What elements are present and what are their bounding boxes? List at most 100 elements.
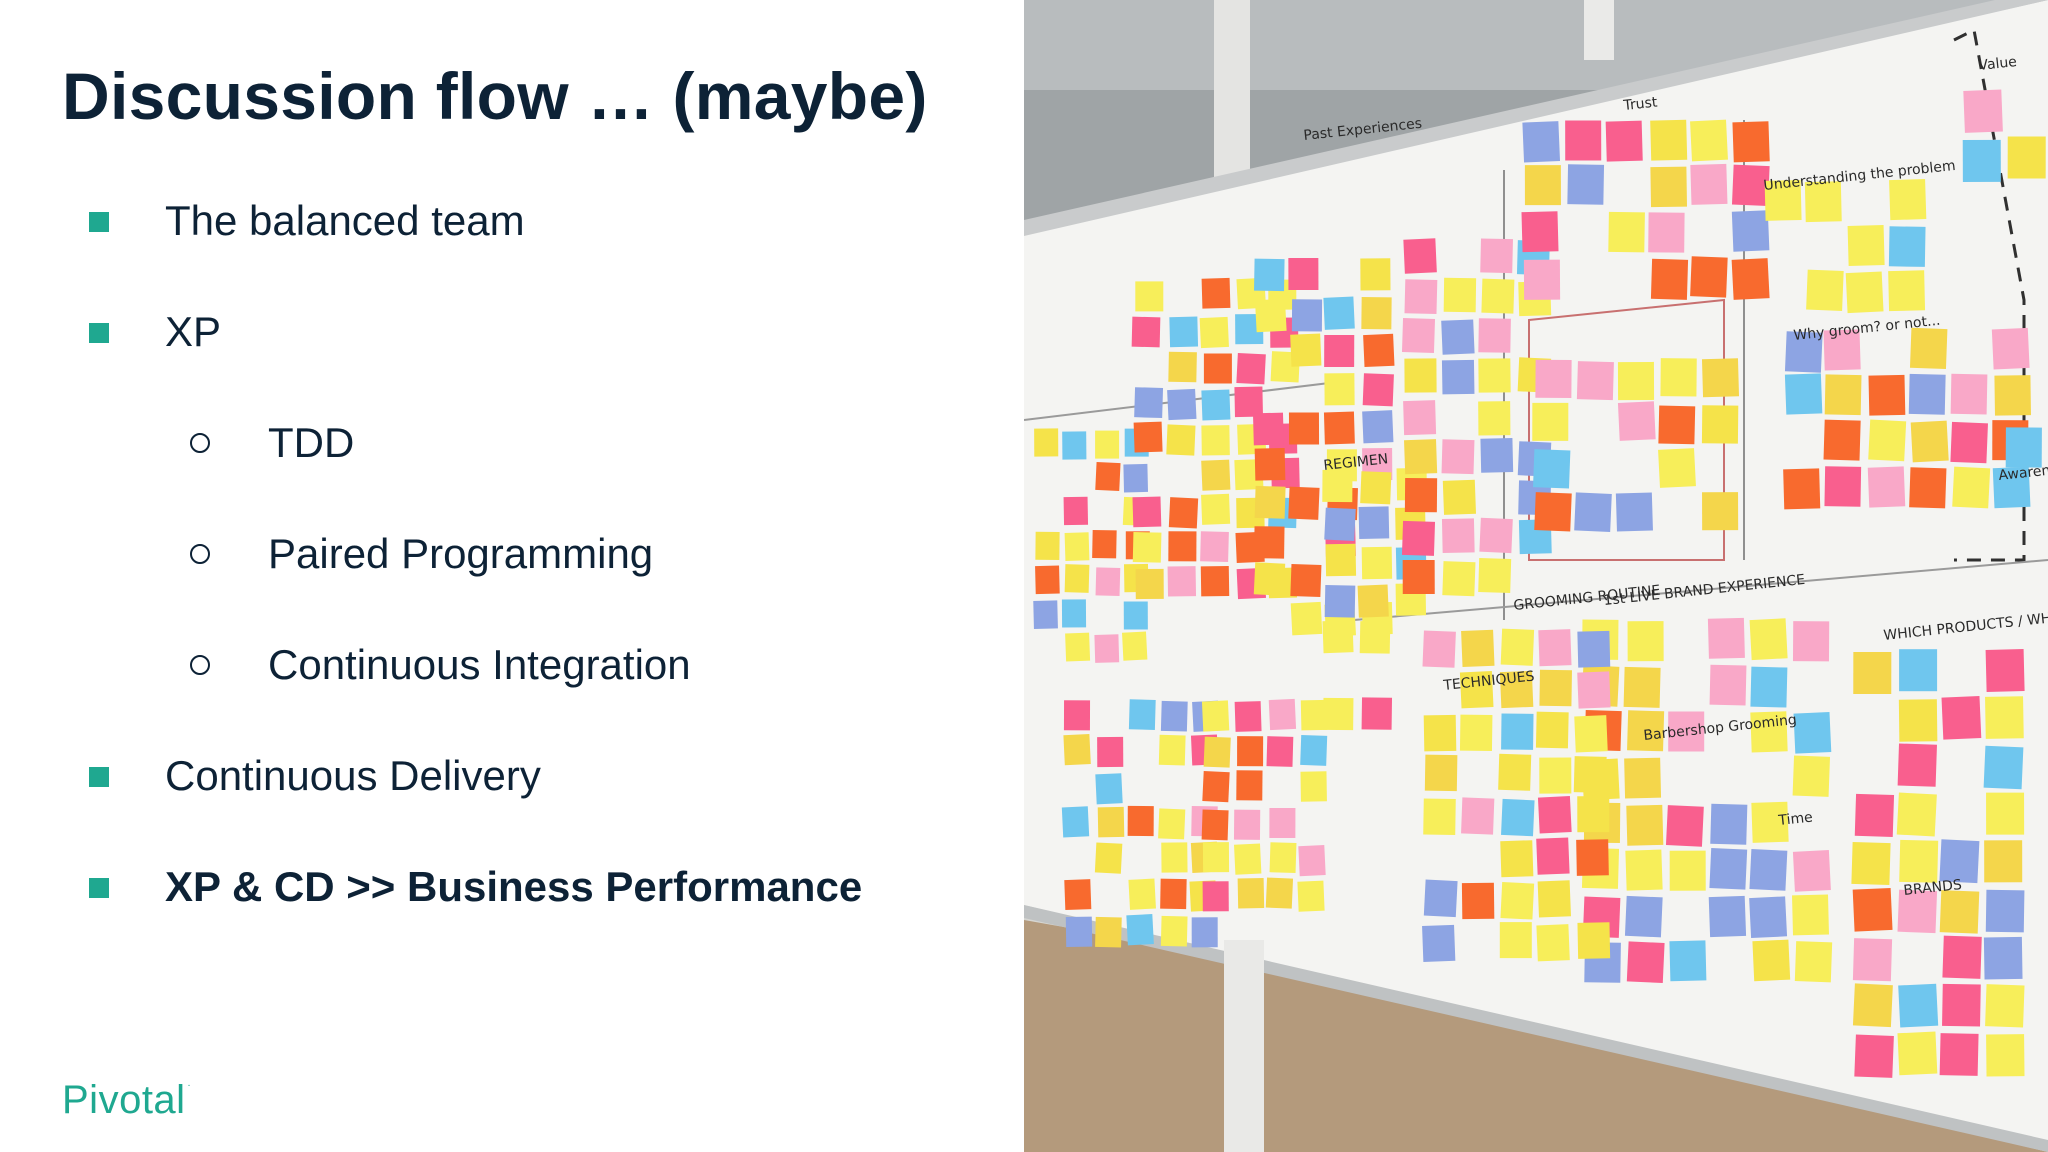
sticky-note <box>1500 840 1534 878</box>
sticky-note <box>1063 700 1091 731</box>
sticky-note <box>1701 358 1740 398</box>
sticky-note <box>1443 277 1477 313</box>
sticky-note <box>1985 889 2025 933</box>
sticky-note <box>1065 632 1091 662</box>
sticky-note <box>1122 631 1148 661</box>
sticky-note <box>1983 745 2024 790</box>
sticky-note <box>1986 1034 2025 1077</box>
sticky-note <box>1501 713 1534 750</box>
sticky-note <box>1202 771 1230 803</box>
sticky-note <box>1253 562 1286 596</box>
sticky-note <box>1459 714 1493 752</box>
sticky-note <box>1910 420 1949 463</box>
sticky-note <box>1254 258 1285 292</box>
sticky-note <box>1897 1031 1938 1076</box>
sticky-note <box>1166 424 1196 456</box>
sticky-note <box>1479 517 1513 554</box>
sticky-note <box>1535 711 1569 749</box>
sticky-note <box>1322 620 1354 654</box>
sticky-note <box>1537 796 1572 834</box>
sticky-note <box>1324 334 1355 368</box>
sticky-note <box>1422 924 1456 962</box>
sticky-note <box>1254 298 1287 333</box>
sticky-note <box>1992 466 2031 509</box>
sticky-note <box>1324 507 1356 542</box>
sticky-note <box>1576 361 1614 401</box>
sticky-note <box>1823 329 1861 371</box>
sticky-note <box>1160 878 1187 910</box>
sticky-note <box>1710 803 1748 845</box>
sticky-note <box>1201 809 1229 841</box>
sticky-note <box>1784 331 1823 373</box>
sticky-note <box>1064 879 1092 911</box>
sticky-note <box>1167 566 1197 597</box>
sticky-note <box>1254 485 1286 519</box>
sticky-note <box>1269 807 1296 839</box>
sticky-note <box>1702 492 1739 531</box>
sticky-note <box>1617 401 1656 441</box>
sticky-note <box>1160 700 1188 732</box>
sticky-note <box>1984 840 2023 883</box>
sticky-note <box>1298 845 1326 877</box>
sticky-note <box>1532 402 1569 441</box>
sticky-note <box>1731 258 1770 300</box>
sticky-note <box>1095 916 1122 948</box>
logo-mark: . <box>187 1078 191 1089</box>
sticky-note <box>1574 492 1612 532</box>
sticky-note <box>1092 529 1117 559</box>
bullet-item: Continuous Delivery <box>0 745 1000 805</box>
sticky-note <box>1764 179 1802 221</box>
sticky-note <box>1896 792 1937 837</box>
sticky-note <box>1792 894 1829 936</box>
sticky-note <box>1200 531 1229 562</box>
sticky-note <box>1061 599 1087 628</box>
sticky-note <box>1853 651 1892 695</box>
sticky-note <box>1577 922 1611 959</box>
sticky-note <box>1868 374 1906 416</box>
sub-bullet-item: Paired Programming <box>0 523 1000 583</box>
sticky-note <box>1950 373 1988 415</box>
sticky-note <box>1423 879 1458 918</box>
sticky-note <box>1627 621 1664 662</box>
sticky-note <box>1847 225 1885 266</box>
sticky-note <box>1897 889 1938 934</box>
sticky-note <box>1403 238 1437 274</box>
sticky-note <box>1478 558 1512 593</box>
sticky-note <box>1201 700 1230 732</box>
slide-title: Discussion flow … (maybe) <box>62 59 928 133</box>
sticky-note <box>1191 917 1218 948</box>
sticky-note <box>1268 698 1297 731</box>
sticky-note <box>1867 466 1906 508</box>
sticky-note <box>1403 400 1437 436</box>
sticky-note <box>1669 940 1707 982</box>
bullet-item: The balanced team <box>0 190 1000 250</box>
pivotal-logo: Pivotal. <box>62 1078 191 1123</box>
sticky-note <box>1168 351 1197 383</box>
sticky-note <box>1806 269 1844 312</box>
sticky-note <box>1625 849 1663 891</box>
sticky-note <box>1478 358 1511 393</box>
sticky-note <box>1034 428 1059 457</box>
drawn-line <box>1353 559 2048 621</box>
sticky-note <box>1442 561 1476 597</box>
sticky-note <box>1752 939 1791 982</box>
ceiling-pillar <box>1584 0 1614 60</box>
sticky-note <box>1203 353 1232 384</box>
sticky-note <box>1939 890 1980 934</box>
sticky-note <box>1300 699 1328 731</box>
sticky-note <box>1574 715 1608 753</box>
sticky-note <box>1441 439 1475 475</box>
sticky-note <box>1950 421 1988 464</box>
sticky-note <box>1536 837 1570 875</box>
logo-text: Pivotal <box>62 1078 186 1122</box>
sticky-note <box>1499 670 1534 709</box>
handwritten-label: REGIMEN <box>1323 451 1389 474</box>
sticky-note <box>1064 532 1090 561</box>
circle-bullet-icon <box>190 433 210 453</box>
sticky-note <box>1537 880 1571 918</box>
bullet-text: Paired Programming <box>268 530 654 577</box>
sticky-note <box>1985 696 2024 739</box>
